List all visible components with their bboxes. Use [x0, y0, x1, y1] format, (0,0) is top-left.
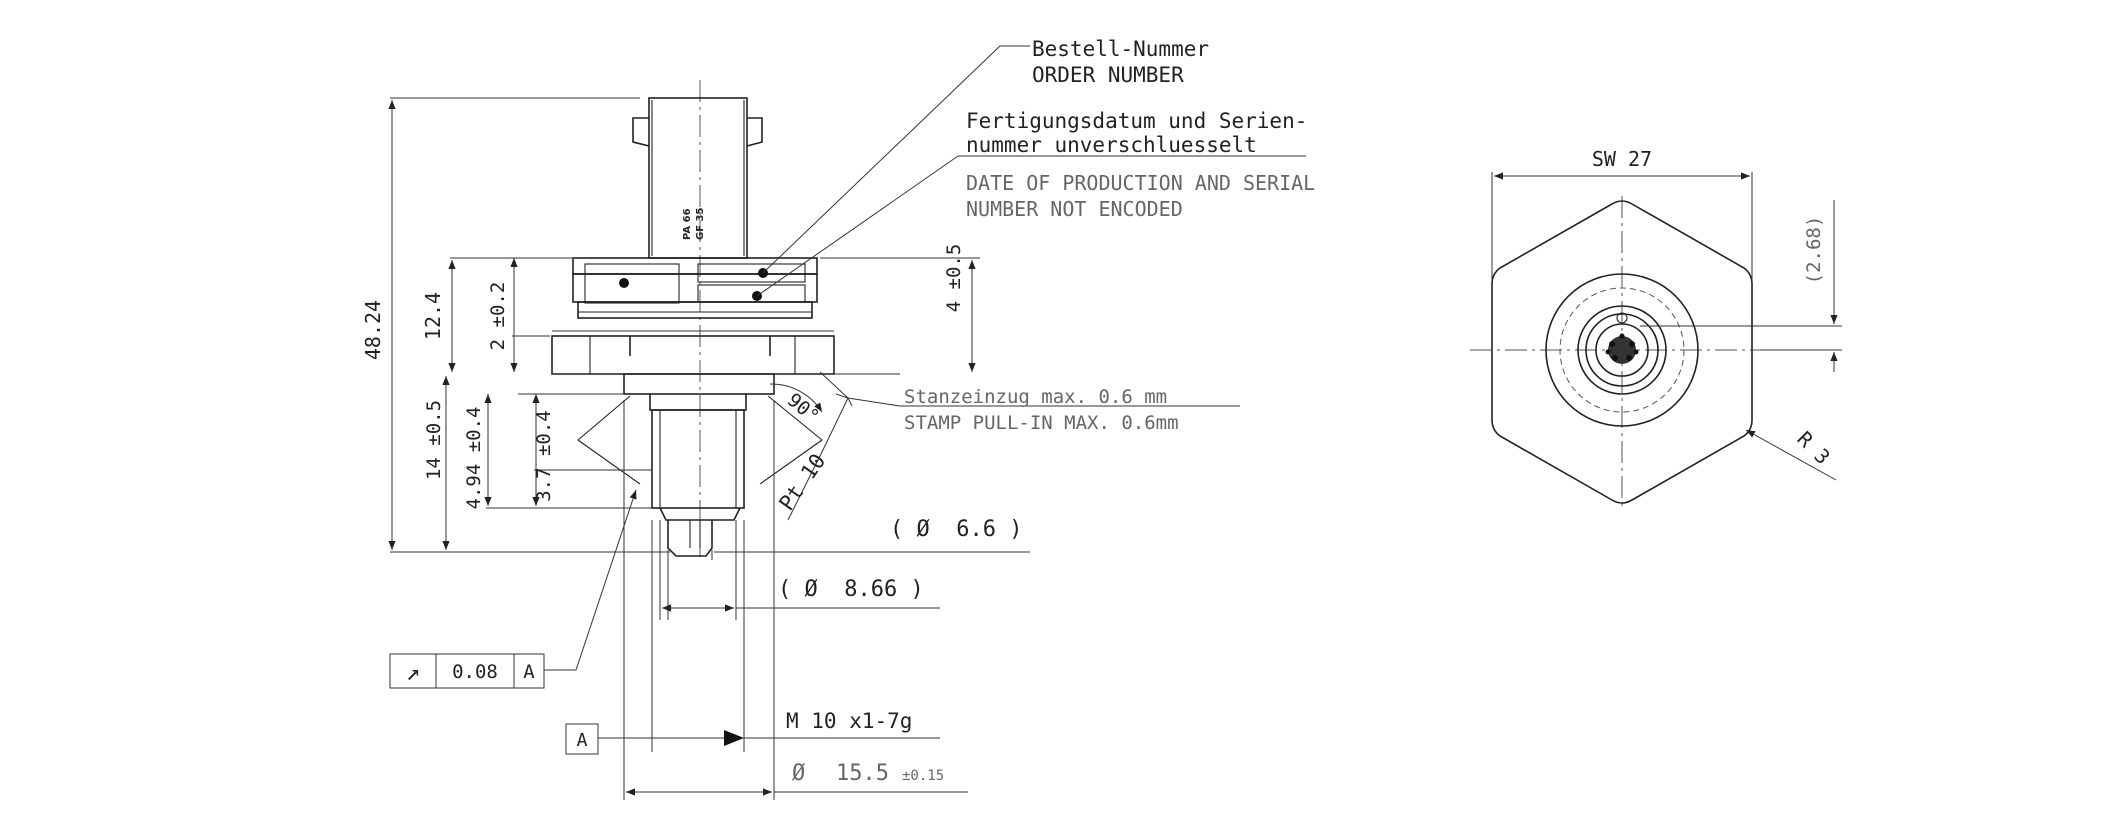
datum-a: A [565, 723, 744, 755]
dim-overall-height: 48.24 [361, 300, 385, 360]
production-date-de-2: nummer unverschluesselt [966, 133, 1257, 157]
hex-flange [551, 330, 835, 375]
top-view: SW 27 (2.68) R 3 [1470, 147, 1842, 508]
order-number-en: ORDER NUMBER [1032, 63, 1184, 87]
tolerance-value: 0.08 [452, 661, 498, 683]
dimensions-left: 48.24 12.4 2 ±0.2 14 ±0.5 4.94 ±0.4 3.7 … [361, 97, 670, 553]
stamp-de: Stanzeinzug max. 0.6 mm [904, 386, 1167, 408]
dim-collar: 2 ±0.2 [487, 282, 509, 351]
dim-chamfer-angle: 90° [783, 389, 823, 428]
dim-seat-height: 4.94 ±0.4 [463, 407, 485, 510]
dim-pin-dia: ( Ø 6.6 ) [890, 517, 1022, 542]
tolerance-symbol: ↗ [406, 658, 420, 686]
dimensions-right: 4 ±0.5 90° Pt 10 Stanzeinzug max. 0.6 mm… [600, 244, 1240, 800]
connector-body: PA 66 GF 35 [632, 97, 763, 259]
flange-circle [1545, 273, 1699, 427]
part-mark-1: PA 66 [682, 208, 693, 240]
side-view: PA 66 GF 35 [551, 80, 900, 560]
dim-corner-radius: R 3 [1792, 427, 1835, 470]
dim-flange-dia: 15.5 [836, 761, 889, 786]
dim-seat-step: 3.7 ±0.4 [533, 410, 555, 502]
production-date-en-2: NUMBER NOT ENCODED [966, 197, 1183, 221]
knurled-ring [572, 257, 818, 319]
dim-offset: (2.68) [1803, 216, 1825, 285]
dim-upper-height: 12.4 [421, 292, 445, 340]
tolerance-datum: A [523, 661, 535, 683]
marking-callouts: Bestell-Nummer ORDER NUMBER Fertigungsda… [756, 37, 1315, 297]
dim-thread-length: 14 ±0.5 [423, 400, 445, 480]
roughness-callout: Pt 10 [774, 449, 830, 515]
dim-flange-tol: ±0.15 [902, 768, 944, 784]
runout-tolerance-frame: ↗ 0.08 A [389, 489, 637, 689]
order-number-de: Bestell-Nummer [1032, 37, 1209, 61]
dim-recess-depth: 4 ±0.5 [943, 244, 965, 313]
part-mark-2: GF 35 [695, 208, 706, 240]
marking-dot-left [619, 278, 629, 288]
sensor-pins [1605, 333, 1639, 364]
stamp-en: STAMP PULL-IN MAX. 0.6mm [904, 412, 1179, 434]
production-date-de-1: Fertigungsdatum und Serien- [966, 109, 1307, 133]
hex-outline [1491, 200, 1753, 504]
dim-across-flats: SW 27 [1592, 147, 1652, 171]
production-date-en-1: DATE OF PRODUCTION AND SERIAL [966, 171, 1315, 195]
dim-thread: M 10 x1-7g [786, 709, 912, 733]
datum-label: A [577, 730, 588, 751]
dim-thread-core-dia: ( Ø 8.66 ) [778, 577, 924, 602]
dim-flange-dia-symbol: Ø [792, 761, 805, 786]
